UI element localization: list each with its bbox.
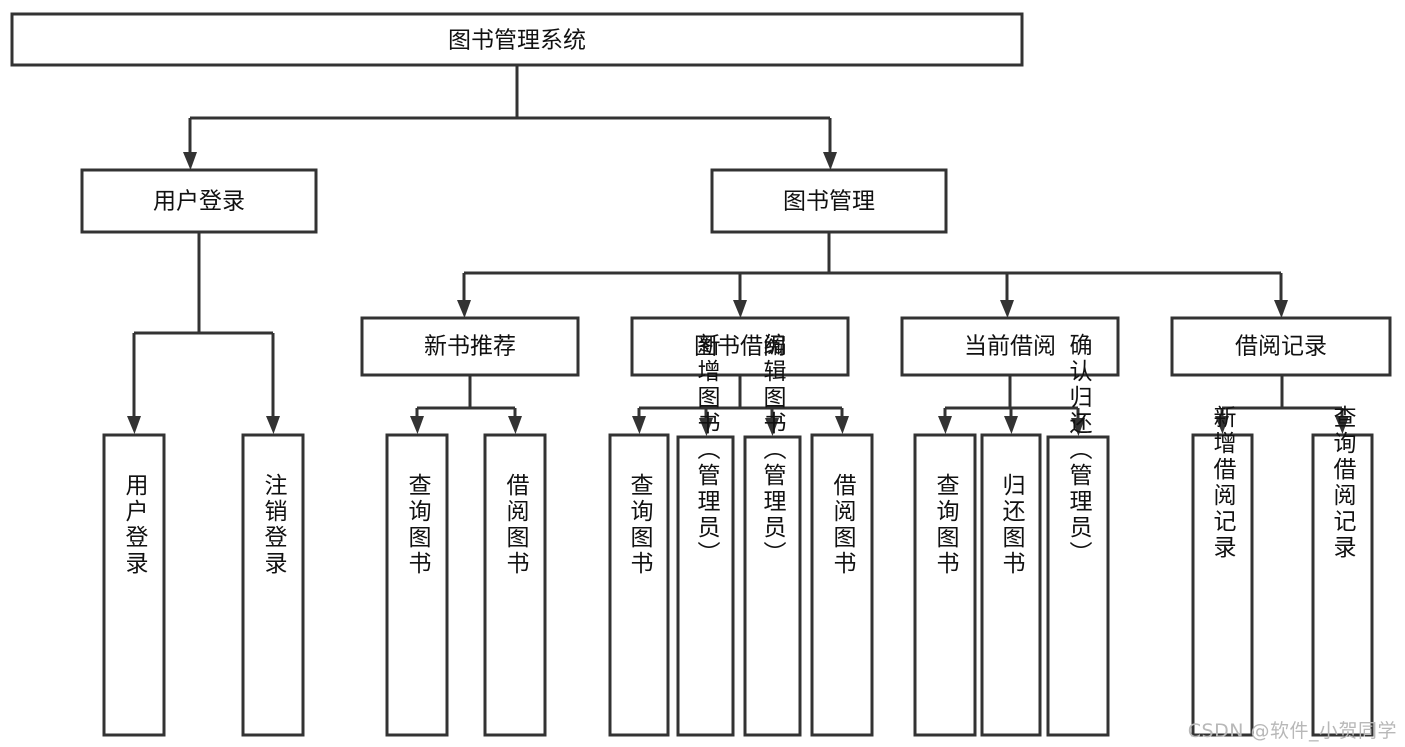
arrow-to-leaf-query-borrow-record <box>1335 416 1349 434</box>
connectors-root-to-level2 <box>183 65 837 170</box>
leaf-confirm-return-box[interactable] <box>1046 435 1110 737</box>
leaf-add-book-admin[interactable]: 新增图书（管理员） <box>676 333 735 737</box>
arrow-to-leaf-user-login <box>127 416 141 434</box>
leaf-query-book-1-box[interactable] <box>385 433 449 737</box>
node-user-login-label: 用户登录 <box>153 189 245 215</box>
leaf-query-borrow-record-label: 查询借阅记录 <box>1329 405 1357 561</box>
leaf-borrow-book-1-box[interactable] <box>483 433 547 737</box>
arrow-to-leaf-query-book-2 <box>632 416 646 434</box>
leaf-logout-login-box[interactable] <box>241 433 305 737</box>
node-book-borrow[interactable]: 图书借阅 <box>630 316 850 377</box>
leaf-query-book-2[interactable]: 查询图书 <box>608 433 670 737</box>
leaf-add-borrow-record-box[interactable] <box>1191 433 1254 737</box>
connectors-user-login-to-leaves <box>127 232 280 434</box>
connectors-book-manage-to-level3 <box>457 232 1288 318</box>
leaf-borrow-book-2-label: 借阅图书 <box>829 473 857 577</box>
node-new-book-recommend-box[interactable] <box>360 316 580 377</box>
leaf-logout-login-label: 注销登录 <box>260 473 288 577</box>
arrow-to-leaf-edit-book-admin <box>765 418 779 436</box>
leaf-query-borrow-record-box[interactable] <box>1311 433 1374 737</box>
leaf-query-book-1[interactable]: 查询图书 <box>385 433 449 737</box>
leaf-query-borrow-record[interactable]: 查询借阅记录 <box>1311 405 1374 737</box>
leaf-query-book-2-label: 查询图书 <box>626 473 654 577</box>
arrow-to-user-login <box>183 152 197 170</box>
leaf-add-borrow-record-label: 新增借阅记录 <box>1209 405 1237 561</box>
leaf-add-book-admin-box[interactable] <box>676 435 735 737</box>
leaf-user-login-label: 用户登录 <box>121 473 149 577</box>
arrow-to-book-manage <box>823 152 837 170</box>
node-current-borrow-label: 当前借阅 <box>964 334 1056 360</box>
node-title-label: 图书管理系统 <box>448 28 586 54</box>
leaf-query-book-3-label: 查询图书 <box>932 473 960 577</box>
node-book-manage[interactable]: 图书管理 <box>710 168 948 234</box>
node-current-borrow-box[interactable] <box>900 316 1120 377</box>
connectors-borrow-record-to-leaves <box>1215 375 1349 434</box>
node-book-manage-box[interactable] <box>710 168 948 234</box>
arrow-to-leaf-add-book-admin <box>699 418 713 436</box>
connectors-book-borrow-to-leaves <box>632 375 849 436</box>
leaf-borrow-book-1[interactable]: 借阅图书 <box>483 433 547 737</box>
leaf-return-book[interactable]: 归还图书 <box>980 433 1042 737</box>
leaf-add-borrow-record[interactable]: 新增借阅记录 <box>1191 405 1254 737</box>
arrow-to-current-borrow <box>1000 300 1014 318</box>
arrow-to-leaf-borrow-book-2 <box>835 416 849 434</box>
node-new-book-recommend[interactable]: 新书推荐 <box>360 316 580 377</box>
leaf-edit-book-admin[interactable]: 编辑图书（管理员） <box>743 333 802 737</box>
arrow-to-borrow-record <box>1274 300 1288 318</box>
arrow-to-leaf-confirm-return <box>1071 418 1085 436</box>
connectors-current-borrow-to-leaves <box>938 375 1085 436</box>
arrow-to-leaf-add-borrow-record <box>1215 416 1229 434</box>
leaf-query-book-2-box[interactable] <box>608 433 670 737</box>
leaf-edit-book-admin-box[interactable] <box>743 435 802 737</box>
arrow-to-book-borrow <box>733 300 747 318</box>
leaf-borrow-book-1-label: 借阅图书 <box>502 473 530 577</box>
arrow-to-leaf-logout-login <box>266 416 280 434</box>
leaf-logout-login[interactable]: 注销登录 <box>241 433 305 737</box>
leaf-user-login-box[interactable] <box>102 433 166 737</box>
leaf-user-login[interactable]: 用户登录 <box>102 433 166 737</box>
arrow-to-leaf-query-book-1 <box>410 416 424 434</box>
leaf-borrow-book-2[interactable]: 借阅图书 <box>810 433 874 737</box>
node-borrow-record-box[interactable] <box>1170 316 1392 377</box>
leaf-query-book-3[interactable]: 查询图书 <box>913 433 977 737</box>
node-title[interactable]: 图书管理系统 <box>10 12 1024 67</box>
node-user-login-box[interactable] <box>80 168 318 234</box>
leaf-edit-book-admin-label: 编辑图书（管理员） <box>759 333 787 567</box>
arrow-to-leaf-query-book-3 <box>938 416 952 434</box>
arrow-to-new-book-recommend <box>457 300 471 318</box>
leaf-query-book-1-label: 查询图书 <box>404 473 432 577</box>
connectors-new-book-recommend-to-leaves <box>410 375 522 434</box>
node-new-book-recommend-label: 新书推荐 <box>424 334 516 360</box>
arrow-to-leaf-return-book <box>1004 416 1018 434</box>
arrow-to-leaf-borrow-book-1 <box>508 416 522 434</box>
node-book-borrow-label: 图书借阅 <box>694 334 786 360</box>
node-title-box[interactable] <box>10 12 1024 67</box>
leaf-return-book-box[interactable] <box>980 433 1042 737</box>
leaf-borrow-book-2-box[interactable] <box>810 433 874 737</box>
node-current-borrow[interactable]: 当前借阅 <box>900 316 1120 377</box>
node-user-login[interactable]: 用户登录 <box>80 168 318 234</box>
leaf-confirm-return-label: 确认归还（管理员） <box>1065 333 1093 567</box>
node-book-manage-label: 图书管理 <box>783 189 875 215</box>
node-borrow-record-label: 借阅记录 <box>1235 334 1327 360</box>
leaf-confirm-return[interactable]: 确认归还（管理员） <box>1046 333 1110 737</box>
node-borrow-record[interactable]: 借阅记录 <box>1170 316 1392 377</box>
leaf-return-book-label: 归还图书 <box>998 473 1026 577</box>
leaf-query-book-3-box[interactable] <box>913 433 977 737</box>
leaf-add-book-admin-label: 新增图书（管理员） <box>693 333 721 567</box>
node-book-borrow-box[interactable] <box>630 316 850 377</box>
